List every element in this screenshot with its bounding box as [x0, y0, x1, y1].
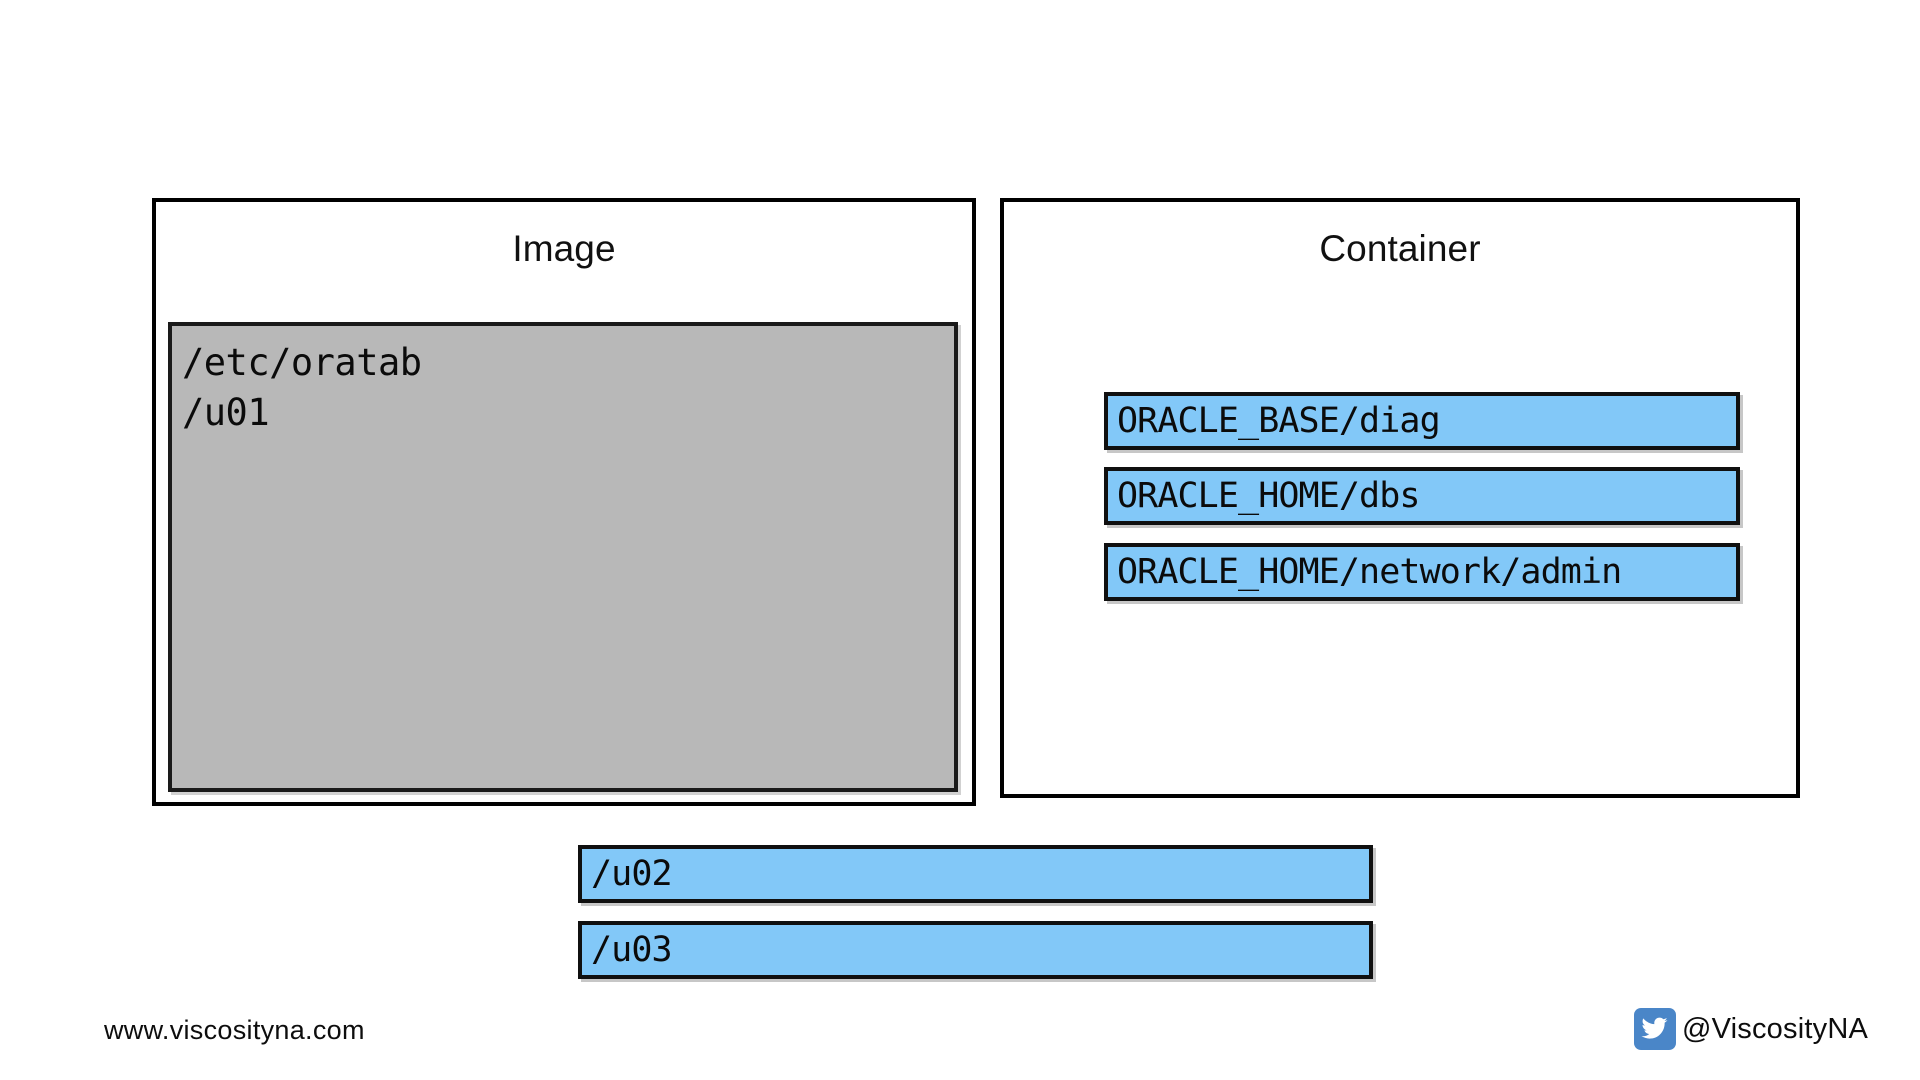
image-layer-line-oratab: /etc/oratab — [182, 341, 422, 384]
mount-label: ORACLE_BASE/diag — [1117, 400, 1441, 441]
volume-label: /u03 — [591, 929, 673, 970]
volume-label: /u02 — [591, 853, 673, 894]
footer-website-url: www.viscosityna.com — [104, 1015, 365, 1045]
social-handle: @ViscosityNA — [1681, 1012, 1868, 1045]
image-panel-title: Image — [512, 228, 616, 269]
container-panel-title: Container — [1319, 228, 1481, 269]
external-volume-u03: /u03 — [578, 921, 1373, 979]
mount-label: ORACLE_HOME/dbs — [1117, 475, 1420, 516]
image-layer-line-u01: /u01 — [182, 390, 270, 434]
mount-label: ORACLE_HOME/network/admin — [1117, 551, 1622, 592]
external-volume-u02: /u02 — [578, 845, 1373, 903]
mount-oracle-base-diag: ORACLE_BASE/diag — [1104, 392, 1740, 450]
image-layer-block: /etc/oratab /u01 — [168, 322, 958, 792]
twitter-icon — [1633, 1008, 1676, 1050]
footer-social: @ViscosityNA — [1633, 1008, 1868, 1050]
mount-oracle-home-dbs: ORACLE_HOME/dbs — [1104, 467, 1740, 525]
mount-oracle-home-network-admin: ORACLE_HOME/network/admin — [1104, 543, 1740, 601]
